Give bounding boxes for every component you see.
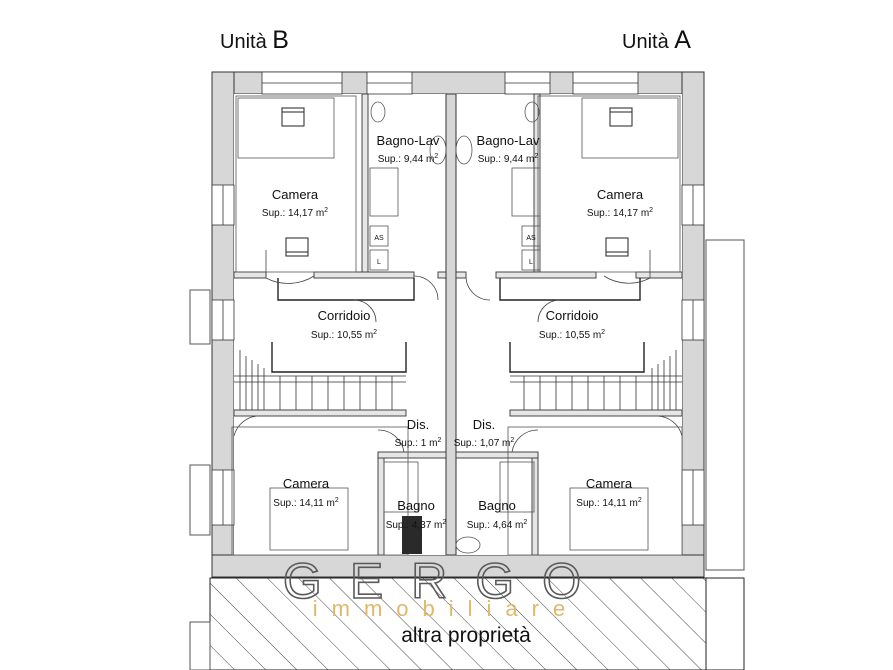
floor-interior [234, 94, 682, 555]
unit-b-label: Unità B [220, 26, 289, 54]
room-area-camera-tl: Sup.: 14,17 m2 [262, 207, 328, 219]
room-name-camera-tr: Camera [597, 187, 644, 202]
other-property-hatch [209, 577, 707, 670]
door-swings [233, 250, 683, 453]
side-windows [211, 184, 705, 526]
stair-outlines [271, 278, 645, 373]
room-area-camera-tr: Sup.: 14,17 m2 [587, 207, 653, 219]
bath-fixtures [369, 101, 541, 554]
room-area-bagno-lav-r: Sup.: 9,44 m2 [478, 153, 539, 165]
top-windows [261, 71, 639, 95]
room-area-bagno-l: Sup.: 4,37 m2 [386, 519, 447, 531]
room-area-camera-br: Sup.: 14,11 m2 [576, 497, 642, 509]
room-area-dis-r: Sup.: 1,07 m2 [454, 437, 515, 449]
room-area-bagno-r: Sup.: 4,64 m2 [467, 519, 528, 531]
room-area-bagno-lav-l: Sup.: 9,44 m2 [378, 153, 439, 165]
watermark-sub: immobiliare [313, 596, 579, 621]
fixture-as-r: AS [526, 235, 536, 242]
shower-dark-block [402, 516, 422, 554]
room-area-camera-bl: Sup.: 14,11 m2 [273, 497, 339, 509]
room-name-corridoio-r: Corridoio [546, 308, 599, 323]
wardrobes [231, 95, 683, 556]
other-property-strip [705, 577, 745, 670]
fixture-l-r: L [529, 259, 533, 266]
room-name-bagno-r: Bagno [478, 498, 516, 513]
side-rails [189, 239, 745, 670]
room-name-dis-l: Dis. [407, 417, 429, 432]
room-area-corridoio-r: Sup.: 10,55 m2 [539, 329, 605, 341]
room-name-dis-r: Dis. [473, 417, 495, 432]
room-name-camera-tl: Camera [272, 187, 319, 202]
room-area-corridoio-l: Sup.: 10,55 m2 [311, 329, 377, 341]
room-name-bagno-lav-r: Bagno-Lav [477, 133, 540, 148]
room-area-dis-l: Sup.: 1 m2 [395, 437, 442, 449]
room-name-bagno-l: Bagno [397, 498, 435, 513]
partitions [233, 93, 683, 556]
fixture-l-l: L [377, 259, 381, 266]
room-name-corridoio-l: Corridoio [318, 308, 371, 323]
unit-a-label: Unità A [622, 26, 691, 54]
fixture-as-l: AS [374, 235, 384, 242]
room-name-camera-bl: Camera [283, 476, 330, 491]
watermark-brand: GERGO [283, 553, 609, 609]
room-name-camera-br: Camera [586, 476, 633, 491]
other-property-label: altra proprietà [401, 624, 531, 647]
party-wall [445, 93, 457, 556]
room-name-bagno-lav-l: Bagno-Lav [377, 133, 440, 148]
chair-icons [281, 107, 633, 257]
stairs [234, 350, 682, 410]
